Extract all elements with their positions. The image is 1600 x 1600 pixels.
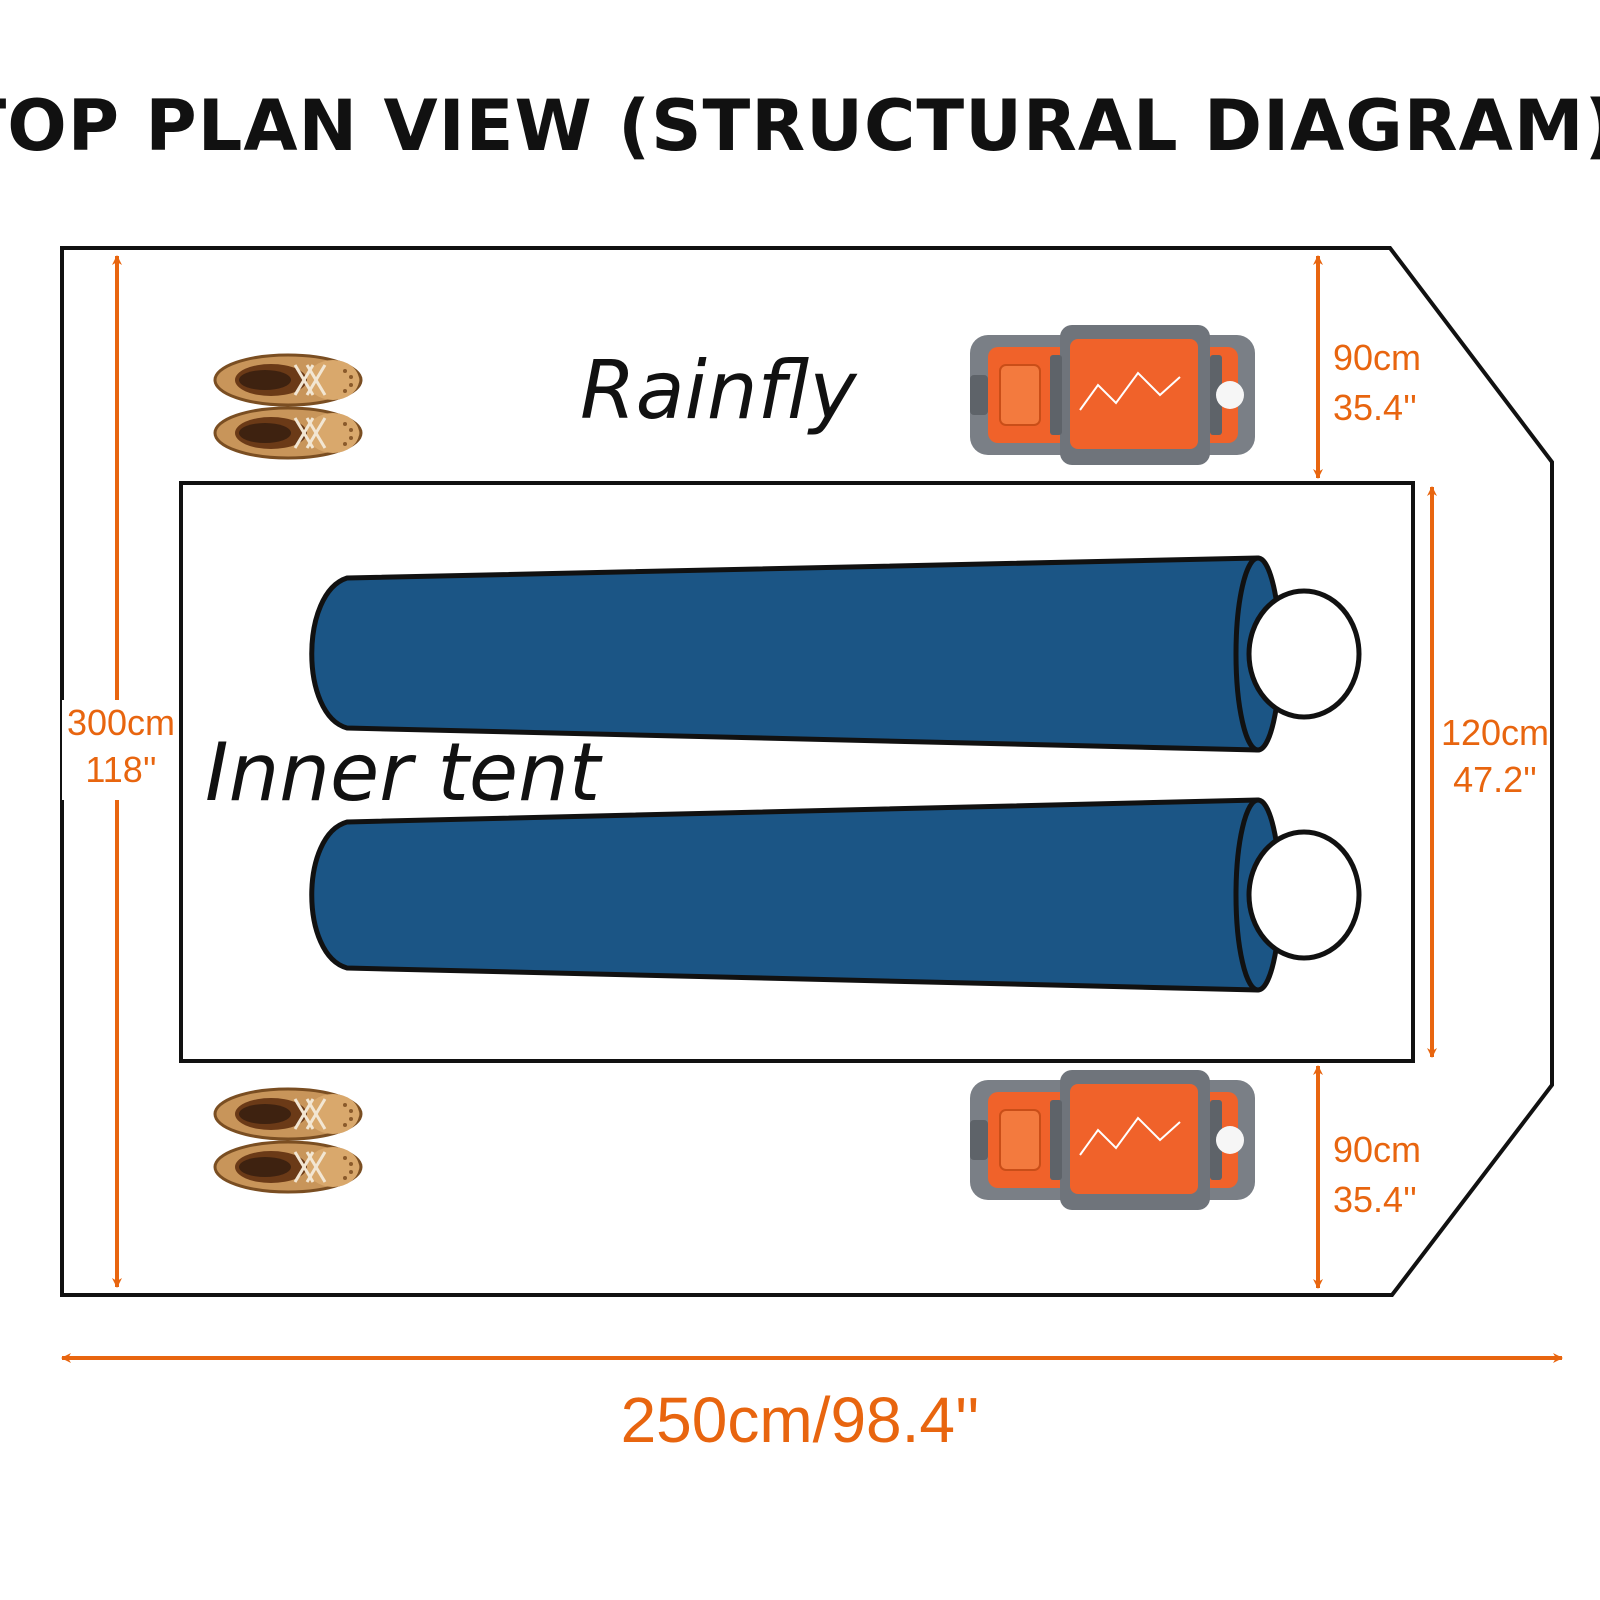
vestibule-top-inch: 35.4'': [1333, 387, 1417, 428]
total-length-label-bg: [62, 700, 174, 800]
total-width-label: 250cm/98.4'': [621, 1384, 980, 1456]
inner-width-label-bg: [1438, 710, 1550, 810]
sleeping-bag-icon: [309, 555, 1362, 753]
inner-width-cm: 120cm: [1441, 712, 1549, 753]
sleeping-bag-icon: [309, 797, 1362, 993]
total-length-cm: 300cm: [67, 702, 175, 743]
total-length-inch: 118'': [85, 749, 156, 790]
vestibule-bottom-inch: 35.4'': [1333, 1179, 1417, 1220]
vestibule-top-cm: 90cm: [1333, 337, 1421, 378]
backpack-icon: [969, 1069, 1256, 1211]
backpack-icon: [969, 324, 1256, 466]
vestibule-bottom-cm: 90cm: [1333, 1129, 1421, 1170]
inner-width-inch: 47.2'': [1453, 759, 1537, 800]
rainfly-label: Rainfly: [580, 344, 858, 437]
inner-tent-label: Inner tent: [205, 726, 603, 819]
diagram-title: TOP PLAN VIEW (STRUCTURAL DIAGRAM): [0, 85, 1600, 167]
